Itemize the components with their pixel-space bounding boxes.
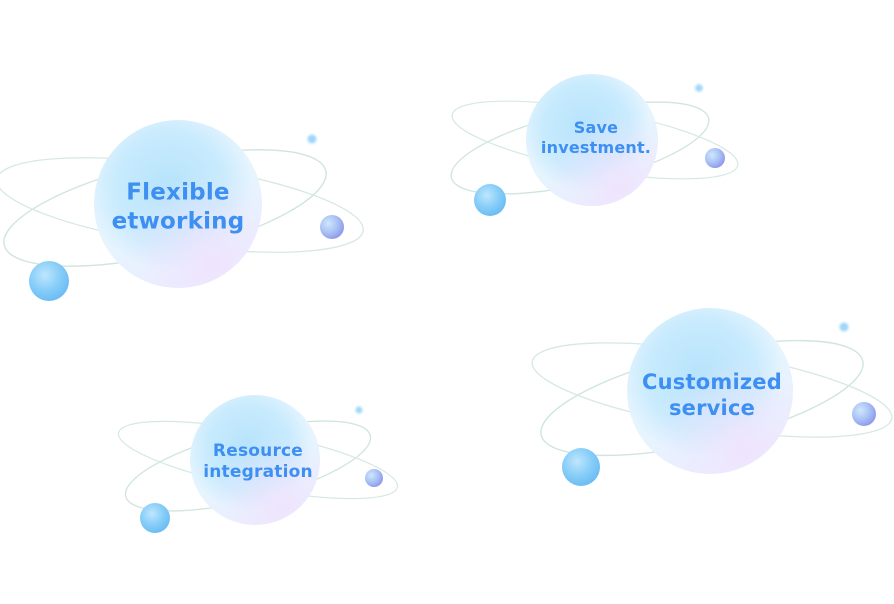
planet-sphere-tint xyxy=(526,74,658,206)
planet-group-customized-service xyxy=(531,308,893,486)
planet-label-line1: Customized xyxy=(642,369,782,394)
moon-large xyxy=(140,503,170,533)
planet-label-line1: Save xyxy=(573,118,619,137)
moon-large xyxy=(562,448,600,486)
moon-small xyxy=(355,406,363,414)
moon-violet xyxy=(320,215,344,239)
planet-label-line2: service xyxy=(668,396,756,420)
moon-violet xyxy=(852,402,876,426)
moon-small xyxy=(307,134,317,144)
moon-large xyxy=(29,261,69,301)
planet-label-line2: etworking xyxy=(111,208,245,234)
moon-violet xyxy=(365,469,383,487)
planet-label-save-investment: Save investment. xyxy=(541,118,651,158)
moon-violet xyxy=(705,148,725,168)
planet-sphere-tint xyxy=(627,308,793,474)
planet-label-flexible-networking: Flexible etworking xyxy=(112,178,245,236)
planet-sphere-tint xyxy=(190,395,320,525)
planet-label-line1: Resource xyxy=(212,440,304,461)
planet-label-line2: investment. xyxy=(540,138,652,157)
moon-small xyxy=(695,84,703,92)
planet-sphere-tint xyxy=(94,120,262,288)
moon-small xyxy=(839,322,849,332)
planet-label-customized-service: Customized service xyxy=(642,369,782,422)
planet-group-resource-integration xyxy=(117,395,399,533)
planet-group-flexible-networking xyxy=(0,120,364,301)
planet-group-save-investment xyxy=(450,74,739,216)
planet-label-line2: integration xyxy=(203,462,313,482)
planet-label-resource-integration: Resource integration xyxy=(203,441,313,484)
moon-large xyxy=(474,184,506,216)
planet-label-line1: Flexible xyxy=(126,179,230,206)
